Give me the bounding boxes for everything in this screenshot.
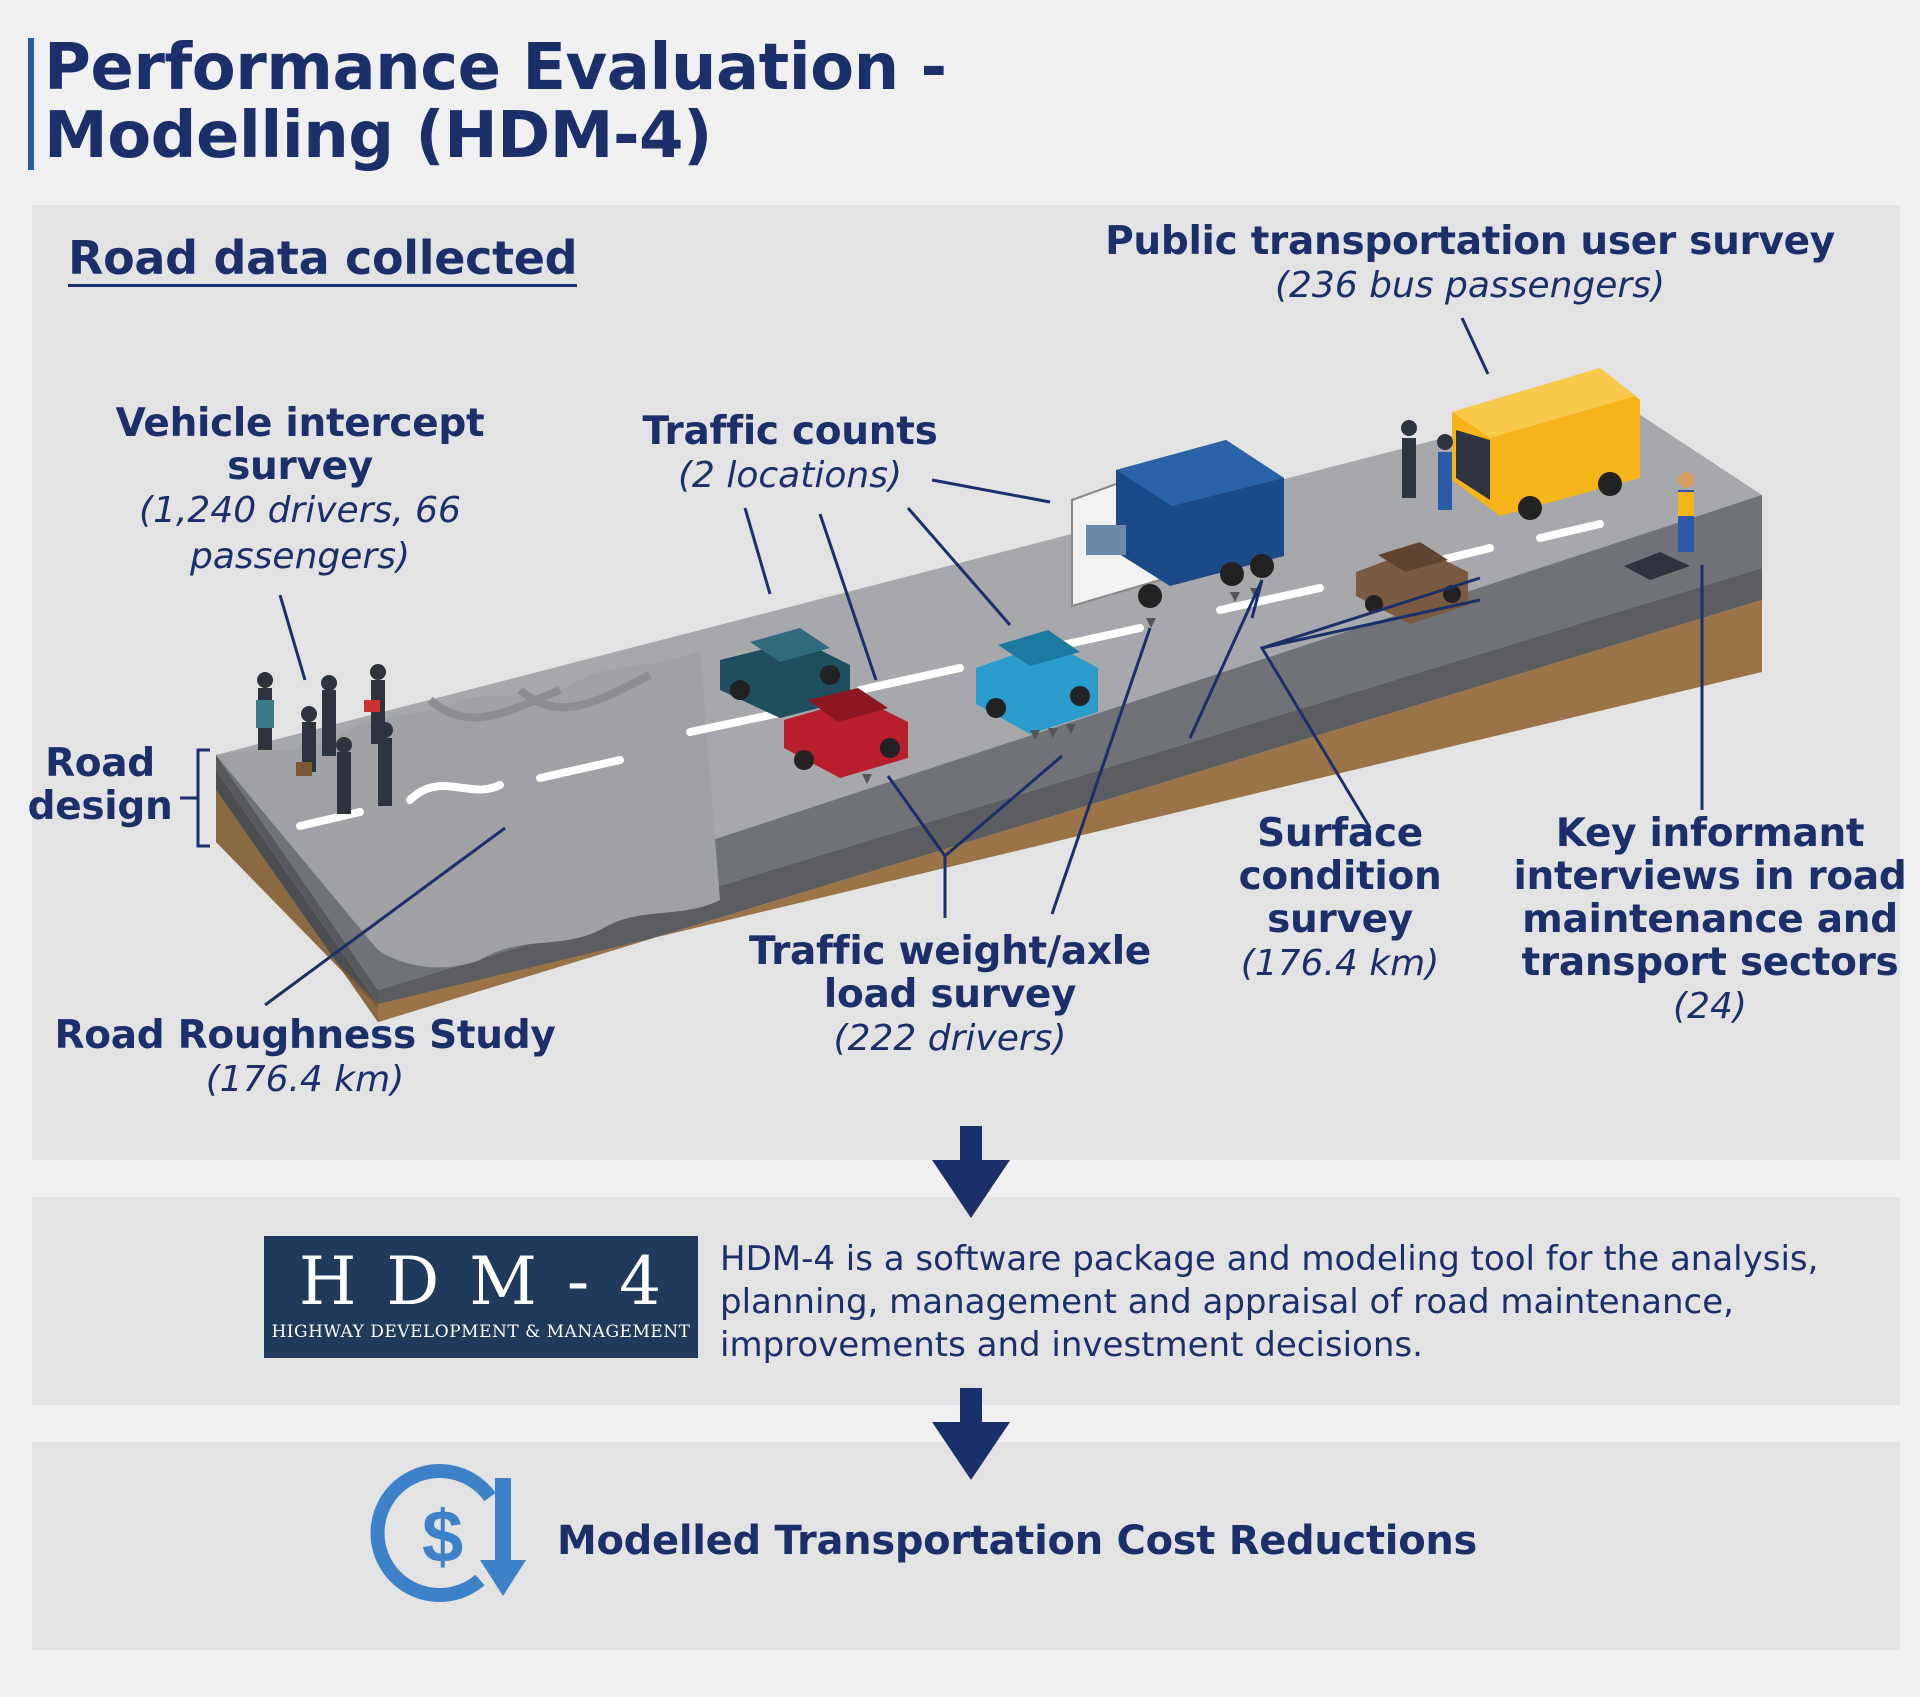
red-car-icon xyxy=(784,688,908,778)
arrow-down-icon xyxy=(932,1126,1010,1218)
hdm4-logo-text: HDM-4 xyxy=(298,1243,692,1320)
blue-car-icon xyxy=(976,630,1098,734)
road-design-bracket xyxy=(180,748,210,848)
label-key-informant: Key informant interviews in road mainten… xyxy=(1513,811,1907,1027)
arrow-down-icon-2 xyxy=(932,1388,1010,1480)
section-heading: Road data collected xyxy=(68,231,578,287)
people-group-icon xyxy=(256,664,393,814)
hdm4-logo: HDM-4 HIGHWAY DEVELOPMENT & MANAGEMENT xyxy=(264,1236,698,1358)
truck-icon xyxy=(1071,440,1284,608)
cost-reduction-label: Modelled Transportation Cost Reductions xyxy=(557,1518,1478,1564)
bus-icon xyxy=(1452,368,1640,520)
title-accent-bar xyxy=(28,38,34,170)
leader-lines xyxy=(264,317,1704,1007)
svg-text:$: $ xyxy=(422,1495,463,1578)
cost-panel xyxy=(32,1442,1900,1650)
people-near-bus-icon xyxy=(1401,420,1453,510)
label-road-roughness: Road Roughness Study (176.4 km) xyxy=(54,1013,556,1100)
page-title-line2: Modelling (HDM-4) xyxy=(44,99,712,173)
page-title: Performance Evaluation - Modelling (HDM-… xyxy=(44,34,947,170)
road-block xyxy=(216,395,1762,1022)
road-worker-icon xyxy=(1624,472,1694,580)
label-surface-condition: Surface condition survey (176.4 km) xyxy=(1238,811,1442,984)
brown-car-icon xyxy=(1356,542,1468,624)
hdm4-logo-subtitle: HIGHWAY DEVELOPMENT & MANAGEMENT xyxy=(271,1322,691,1342)
label-traffic-counts: Traffic counts (2 locations) xyxy=(642,409,938,496)
label-traffic-weight: Traffic weight/axle load survey (222 dri… xyxy=(749,929,1151,1059)
label-road-design: Road design xyxy=(27,741,173,829)
label-public-transport: Public transportation user survey (236 b… xyxy=(1105,219,1835,306)
label-vehicle-intercept: Vehicle intercept survey (1,240 drivers,… xyxy=(115,401,485,577)
dollar-down-icon: $ xyxy=(370,1464,526,1603)
hdm4-description: HDM-4 is a software package and modeling… xyxy=(720,1239,1819,1365)
page-title-line1: Performance Evaluation - xyxy=(44,31,947,105)
